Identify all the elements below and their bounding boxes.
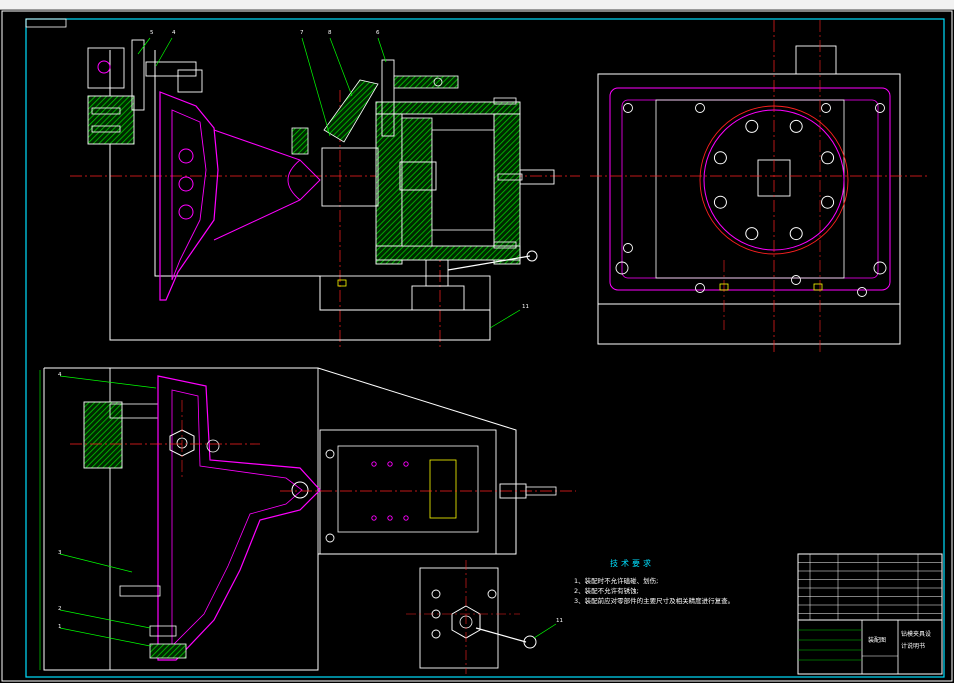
window-title-bar	[0, 0, 954, 10]
sheet-border-outer	[1, 10, 953, 682]
sheet-corner-tab	[25, 18, 67, 28]
top-view-bolt-holes	[325, 449, 497, 639]
technical-requirements: 技术要求 1、装配时不允许磕碰、划伤; 2、装配不允许有锈蚀; 3、装配前应对零…	[574, 558, 734, 605]
balloon-6: 6	[376, 30, 380, 36]
bolt-hole	[789, 227, 803, 241]
balloon-4-top: 4	[58, 372, 62, 378]
parts-list-grid	[798, 554, 942, 620]
side-view	[590, 20, 928, 354]
side-view-bolt-holes	[623, 103, 885, 297]
mounting-hole	[875, 103, 885, 113]
mounting-hole	[857, 287, 867, 297]
balloon-11-detail: 11	[556, 618, 563, 624]
bolt-hole	[713, 151, 727, 165]
bolt-hole	[745, 227, 759, 241]
mounting-hole	[695, 283, 705, 293]
designer-line-2: 计说明书	[901, 642, 925, 650]
mounting-hole	[821, 103, 831, 113]
bolt-hole	[821, 151, 835, 165]
requirement-2: 2、装配不允许有锈蚀;	[574, 586, 639, 595]
bolt-hole	[789, 119, 803, 133]
balloon-labels: 5 4 7 8 6 11 4 3 2 1 11	[58, 30, 563, 630]
title-block: 装配图 钻模夹具设 计说明书	[797, 553, 943, 675]
screw-head	[325, 449, 335, 459]
drill-hole	[371, 515, 377, 521]
bolt-hole	[821, 195, 835, 209]
drill-hole	[371, 461, 377, 467]
drill-hole	[403, 515, 409, 521]
bolt-hole	[713, 195, 727, 209]
assembly-drawing-canvas: 5 4 7 8 6 11 4 3 2 1 11 技术要求 1、装配时不允许磕碰、…	[1, 10, 953, 682]
balloon-2: 2	[58, 606, 62, 612]
front-view	[70, 37, 580, 350]
balloon-7: 7	[300, 30, 304, 36]
designer-line-1: 钻模夹具设	[901, 630, 931, 638]
bolt-hole	[745, 119, 759, 133]
balloon-5: 5	[150, 30, 154, 36]
screw-head	[431, 609, 441, 619]
sheet-border-inner	[25, 18, 945, 678]
screw-head	[431, 589, 441, 599]
mounting-hole	[695, 103, 705, 113]
drill-hole	[387, 515, 393, 521]
balloon-4: 4	[172, 30, 176, 36]
screw-head	[325, 533, 335, 543]
balloon-8: 8	[328, 30, 332, 36]
requirements-title: 技术要求	[610, 558, 654, 568]
mounting-hole	[791, 275, 801, 285]
drill-hole	[403, 461, 409, 467]
screw-head	[487, 589, 497, 599]
top-view	[39, 367, 576, 674]
drill-hole	[387, 461, 393, 467]
mounting-hole	[623, 103, 633, 113]
screw-head	[431, 629, 441, 639]
balloon-11-front: 11	[522, 304, 529, 310]
requirement-1: 1、装配时不允许磕碰、划伤;	[574, 576, 658, 585]
requirement-3: 3、装配前应对零部件的主要尺寸及相关精度进行复查。	[574, 596, 734, 605]
drawing-name: 装配图	[868, 636, 886, 644]
balloon-1: 1	[58, 624, 62, 630]
balloon-3: 3	[58, 550, 62, 556]
mounting-hole	[623, 243, 633, 253]
